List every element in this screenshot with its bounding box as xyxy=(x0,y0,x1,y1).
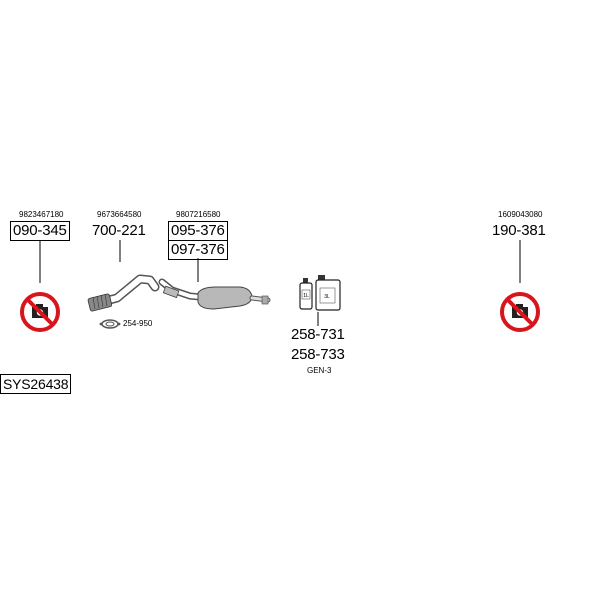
system-id: SYS26438 xyxy=(0,374,72,394)
fluid-canister: 3L xyxy=(315,275,341,311)
part-code-3b[interactable]: 097-376 xyxy=(168,240,228,260)
fluid-bottle: 1L xyxy=(299,278,313,310)
flex-pipe xyxy=(87,274,160,312)
svg-text:1L: 1L xyxy=(303,293,309,299)
no-photo-icon xyxy=(500,292,540,332)
fluid-code-2[interactable]: 258-733 xyxy=(291,346,345,363)
part-ref-1: 9823467180 xyxy=(19,210,64,219)
fluid-sub-label: GEN-3 xyxy=(307,366,332,375)
part-code-2[interactable]: 700-221 xyxy=(92,222,146,239)
gasket-ring xyxy=(99,319,121,329)
fluid-code-1[interactable]: 258-731 xyxy=(291,326,345,343)
gasket-code[interactable]: 254-950 xyxy=(123,319,153,328)
part-ref-4: 1609043080 xyxy=(498,210,543,219)
part-code-3a[interactable]: 095-376 xyxy=(168,221,228,241)
muffler xyxy=(158,278,271,310)
no-photo-icon xyxy=(20,292,60,332)
part-ref-2: 9673664580 xyxy=(97,210,142,219)
svg-text:3L: 3L xyxy=(324,294,330,300)
part-code-4[interactable]: 190-381 xyxy=(492,222,546,239)
part-code-1[interactable]: 090-345 xyxy=(10,221,70,241)
part-ref-3: 9807216580 xyxy=(176,210,221,219)
